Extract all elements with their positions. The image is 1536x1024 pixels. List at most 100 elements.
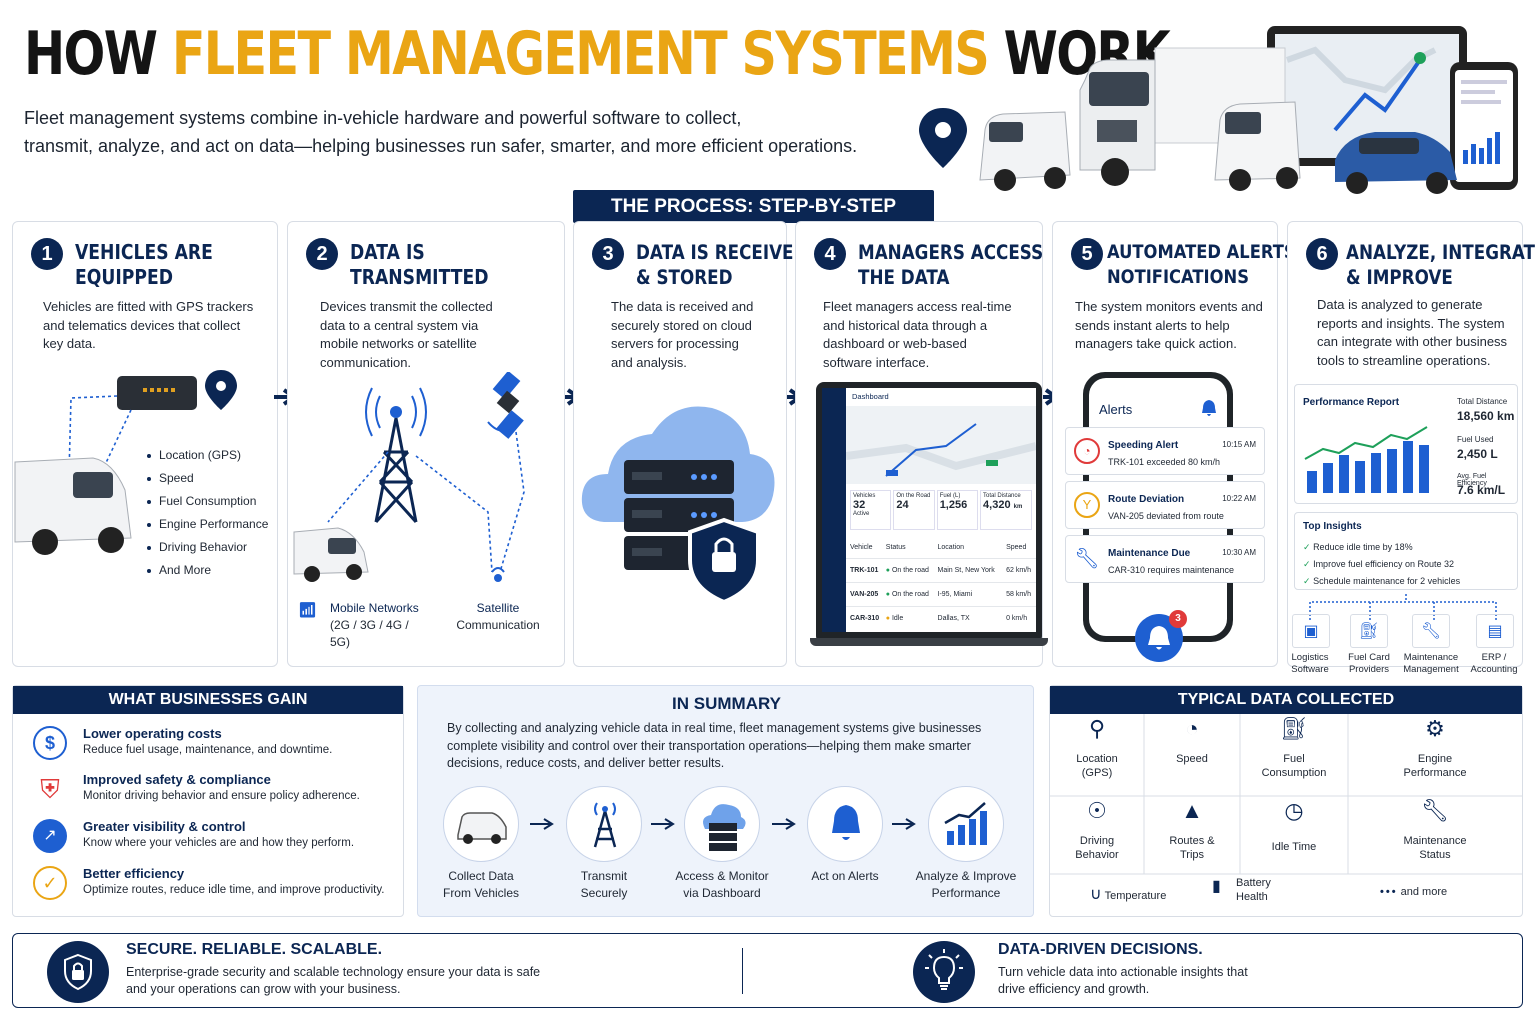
alert-card[interactable]: ◔ Speeding Alert 10:15 AM TRK-101 exceed… [1065,427,1265,475]
divider [742,948,743,994]
step-title: DATA IS RECEIVED& STORED [636,241,808,289]
car-icon [1335,132,1457,194]
gps-antenna-icon [491,567,505,582]
dollar-icon: $ [33,726,67,760]
title-how: HOW [24,19,158,89]
alert-card[interactable]: Y Route Deviation 10:22 AM VAN-205 devia… [1065,481,1265,529]
step-title: ANALYZE, INTEGRATE& IMPROVE [1346,241,1536,289]
phone-icon [1450,62,1518,190]
flow-label: Act on Alerts [811,869,879,883]
integration-label: ERP /Accounting [1470,652,1518,675]
bar-chart-icon [1304,426,1429,493]
road-icon: ▲ [1181,798,1203,823]
list-item: ✓ Schedule maintenance for 2 vehicles [1303,576,1461,586]
fuel-pump-icon: ⛽︎ [1280,716,1308,741]
intro-line-1: Fleet management systems combine in-vehi… [24,108,742,128]
shield-lock-icon [47,941,109,1003]
data-type-speed: ◔Speed [1144,716,1240,766]
map-pin-icon [205,370,237,410]
summary-text: By collecting and analyzing vehicle data… [447,721,982,770]
speedometer-icon: ◔ [1185,716,1199,741]
cloud-server-icon [684,786,760,862]
chart-up-icon [928,786,1004,862]
step-6-card: 6 ANALYZE, INTEGRATE& IMPROVE Data is an… [1287,221,1536,675]
bell-icon [807,786,883,862]
top-insights-card: Top Insights ✓ Reduce idle time by 18% ✓… [1294,512,1518,590]
step-number: 6 [1306,238,1338,270]
laptop-base [810,638,1048,646]
footer-right-text: Turn vehicle data into actionable insigh… [998,965,1248,996]
list-item: Fuel Consumption [147,490,268,513]
chart-up-icon: ↗ [33,819,67,853]
insights-list: ✓ Reduce idle time by 18% ✓ Improve fuel… [1303,539,1460,590]
chart-icon: ▤ [1476,614,1514,648]
data-type-more: ••• and more [1380,886,1448,898]
dashboard-map [845,406,1037,484]
arrow-right-icon [651,818,675,830]
page-title: HOW FLEET MANAGEMENT SYSTEMS WORK [24,18,1171,90]
summary-panel: IN SUMMARY By collecting and analyzing v… [417,685,1034,917]
stat-card: Fuel (L)1,256 [936,490,979,530]
clock-icon: ◷ [1284,798,1304,823]
step-title: AUTOMATED ALERTS &NOTIFICATIONS [1107,241,1316,288]
equipped-van-illustration [14,370,237,555]
performance-report-card: Performance Report Total Distance 18,560… [1294,384,1518,504]
steering-wheel-icon: ☉ [1087,798,1107,823]
arrow-right-icon [772,818,796,830]
gains-title: WHAT BUSINESSES GAIN [13,686,403,714]
step-number: 4 [814,238,846,270]
list-item: Driving Behavior [147,536,268,559]
process-banner: THE PROCESS: STEP-BY-STEP [573,190,934,223]
report-title: Performance Report [1303,397,1400,408]
van-icon [14,457,132,555]
list-item: ✓ Improve fuel efficiency on Route 32 [1303,559,1454,569]
hero-vehicles-illustration [919,26,1518,194]
check-icon: ✓ [1303,542,1311,552]
transmission-illustration [293,372,525,582]
alert-card[interactable]: 🔧︎ Maintenance Due 10:30 AM CAR-310 requ… [1065,535,1265,583]
map-pin-icon: ⚲︎ [1088,716,1106,741]
step-5-card: 5 AUTOMATED ALERTS &NOTIFICATIONS The sy… [1052,221,1316,667]
list-item: Location (GPS) [147,444,268,467]
van-icon [979,111,1071,191]
satellite-icon [487,372,524,439]
notification-bell-button[interactable]: 3 [1135,610,1187,662]
collected-data-list: Location (GPS) Speed Fuel Consumption En… [147,444,268,582]
title-fleet: FLEET MANAGEMENT SYSTEMS [171,19,990,89]
arrow-right-icon [530,818,554,830]
step-number: 2 [306,238,338,270]
footer-left-title: SECURE. RELIABLE. SCALABLE. [126,941,383,958]
mobile-networks-label: 📶︎ Mobile Networks (2G / 3G / 4G / 5G) [298,601,419,649]
step-number: 1 [31,238,63,270]
wrench-icon: 🔧︎ [1412,614,1450,648]
notification-badge: 3 [1169,610,1187,628]
step-number: 3 [592,238,624,270]
lightbulb-icon [913,941,975,1003]
footer-banner: SECURE. RELIABLE. SCALABLE. Enterprise-g… [12,933,1523,1008]
